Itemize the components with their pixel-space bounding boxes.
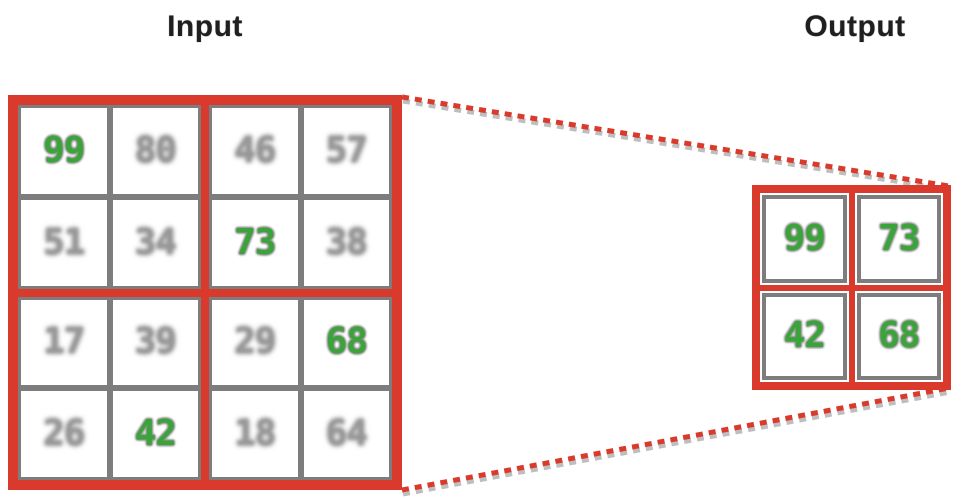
input-cell-r4c2: 42	[109, 388, 201, 480]
dashed-connector-bottom	[401, 385, 950, 493]
pooled-max-value: 42	[783, 315, 826, 357]
output-cell-inner: 99	[762, 195, 847, 283]
cell-value: 46	[234, 129, 276, 171]
pooled-max-value: 99	[783, 217, 826, 259]
cell-value: 51	[43, 221, 85, 263]
input-cell-r1c3: 46	[209, 105, 301, 197]
cell-value: 34	[134, 221, 177, 263]
output-cell-inner: 73	[856, 195, 941, 283]
input-cell-r4c1: 26	[18, 388, 110, 480]
input-cell-r1c1: 99	[18, 105, 110, 197]
output-cell-r1c2: 73	[851, 190, 946, 288]
output-cell-r2c1: 42	[757, 287, 852, 385]
cell-value: 38	[325, 221, 368, 263]
input-grid: 99 80 51 34 46 57 73 38 17 39 26 42 29 68 18 64	[8, 95, 402, 490]
input-title: Input	[167, 10, 243, 43]
dashed-connector-top	[401, 94, 950, 189]
output-grid: 99 73 42 68	[752, 185, 951, 390]
cell-value: 57	[325, 129, 368, 171]
cell-value: 17	[43, 321, 85, 363]
input-cell-r3c2: 39	[109, 296, 201, 389]
output-cell-inner: 68	[856, 292, 941, 380]
output-title: Output	[804, 10, 906, 43]
max-value: 99	[43, 129, 85, 171]
output-cell-inner: 42	[762, 292, 847, 380]
input-cell-r2c2: 34	[109, 196, 201, 289]
output-cell-r2c2: 68	[851, 287, 946, 385]
input-cell-r3c3: 29	[209, 296, 301, 389]
input-cell-r2c3: 73	[209, 196, 301, 289]
input-cell-r3c4: 68	[300, 296, 392, 389]
cell-value: 64	[325, 413, 368, 455]
input-cell-r3c1: 17	[18, 296, 110, 389]
cell-value: 29	[234, 321, 276, 363]
input-cell-r4c3: 18	[209, 388, 301, 480]
input-cell-r2c1: 51	[18, 196, 110, 289]
input-pooling-region-r1c2: 46 57 73 38	[205, 101, 396, 293]
max-value: 68	[325, 321, 368, 363]
dashed-connector-top-shadow	[402, 98, 951, 193]
cell-value: 26	[43, 413, 85, 455]
input-pooling-region-r1c1: 99 80 51 34	[14, 101, 205, 293]
input-pooling-region-r2c2: 29 68 18 64	[205, 292, 396, 484]
max-value: 73	[234, 221, 276, 263]
input-cell-r2c4: 38	[300, 196, 392, 289]
pooled-max-value: 68	[878, 315, 920, 357]
cell-value: 39	[134, 321, 177, 363]
input-pooling-region-r2c1: 17 39 26 42	[14, 292, 205, 484]
cell-value: 18	[234, 413, 276, 455]
cell-value: 80	[134, 129, 177, 171]
dashed-connector-bottom-shadow	[402, 389, 951, 497]
pooled-max-value: 73	[878, 217, 920, 259]
output-cell-r1c1: 99	[757, 190, 852, 288]
input-cell-r1c2: 80	[109, 105, 201, 197]
max-value: 42	[134, 413, 177, 455]
input-cell-r4c4: 64	[300, 388, 392, 480]
input-cell-r1c4: 57	[300, 105, 392, 197]
